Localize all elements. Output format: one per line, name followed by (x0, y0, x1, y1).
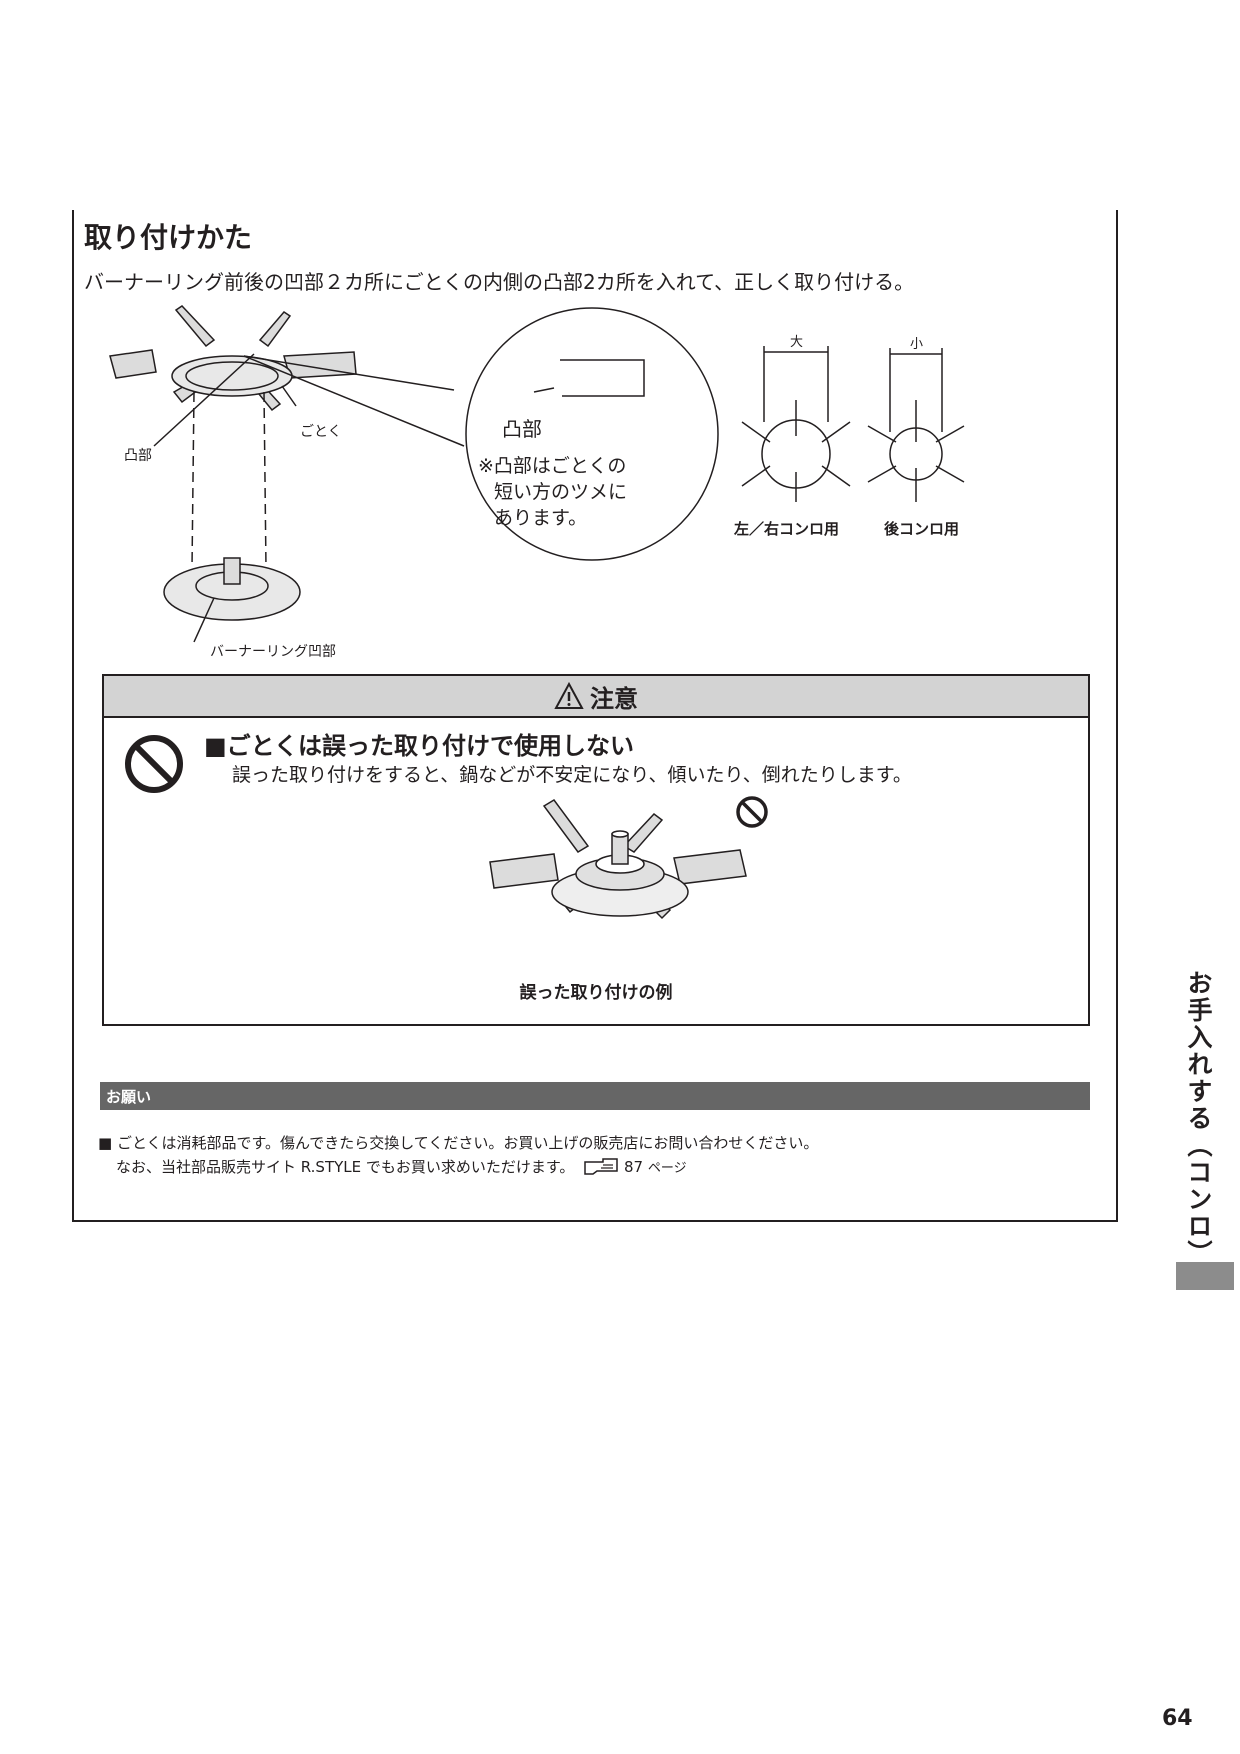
caution-box: 注意 ■ごとくは誤った取り付けで使用しない 誤った取り付けをすると、鍋などが不安… (102, 674, 1090, 1026)
callout-label: 凸部 (502, 417, 542, 441)
request-line-2: なお、当社部品販売サイト R.STYLE でもお買い求めいただけます。 87 ペ… (116, 1156, 687, 1177)
reference-page-suffix: ページ (647, 1161, 687, 1176)
caution-header: 注意 (104, 676, 1088, 718)
label-ring-recess: バーナーリング凹部 (210, 644, 336, 660)
callout-note-line-3: あります。 (494, 507, 587, 529)
side-tab-marker (1176, 1262, 1234, 1290)
callout-note-line-1: ※凸部はごとくの (478, 455, 626, 477)
burner-large-symbol (741, 346, 851, 502)
side-section-title: お手入れする（コンロ） (1184, 970, 1213, 1267)
request-line-1: ■ ごとくは消耗部品です。傷んできたら交換してください。お買い上げの販売店にお問… (98, 1134, 819, 1152)
wrong-figure-caption: 誤った取り付けの例 (519, 983, 673, 1003)
label-convex: 凸部 (124, 448, 152, 464)
gotoku-illustration (109, 305, 465, 643)
pointing-hand-icon (584, 1158, 618, 1175)
callout-circle (465, 307, 719, 561)
warning-triangle-icon (554, 682, 584, 709)
caution-heading: ■ごとくは誤った取り付けで使用しない (204, 732, 634, 760)
section-title: 取り付けかた (84, 221, 253, 254)
page-number: 64 (1162, 1706, 1193, 1731)
size-small-label: 小 (910, 337, 923, 352)
request-header: お願い (100, 1082, 1090, 1110)
installation-diagram: 凸部 ごとく バーナーリング凹部 凸部 ※凸部はごとくの 短い方のツメに ありま… (109, 305, 965, 660)
request-line-2-text: なお、当社部品販売サイト R.STYLE でもお買い求めいただけます。 (116, 1158, 575, 1176)
burner-small-symbol (867, 348, 965, 502)
caption-rear: 後コンロ用 (883, 520, 959, 538)
prohibition-icon (125, 735, 183, 793)
intro-text: バーナーリング前後の凹部２カ所にごとくの内側の凸部2カ所を入れて、正しく取り付け… (84, 270, 915, 294)
caution-header-text: 注意 (590, 684, 638, 713)
caution-body: 誤った取り付けをすると、鍋などが不安定になり、傾いたり、倒れたりします。 (232, 764, 912, 786)
wrong-installation-figure (489, 796, 768, 920)
reference-page-number: 87 (623, 1158, 644, 1176)
caption-left-right: 左／右コンロ用 (733, 520, 839, 538)
content-frame (72, 210, 1118, 1222)
prohibition-icon-small (736, 796, 768, 828)
label-gotoku: ごとく (300, 424, 342, 440)
size-large-label: 大 (790, 335, 803, 350)
callout-note-line-2: 短い方のツメに (494, 481, 627, 503)
